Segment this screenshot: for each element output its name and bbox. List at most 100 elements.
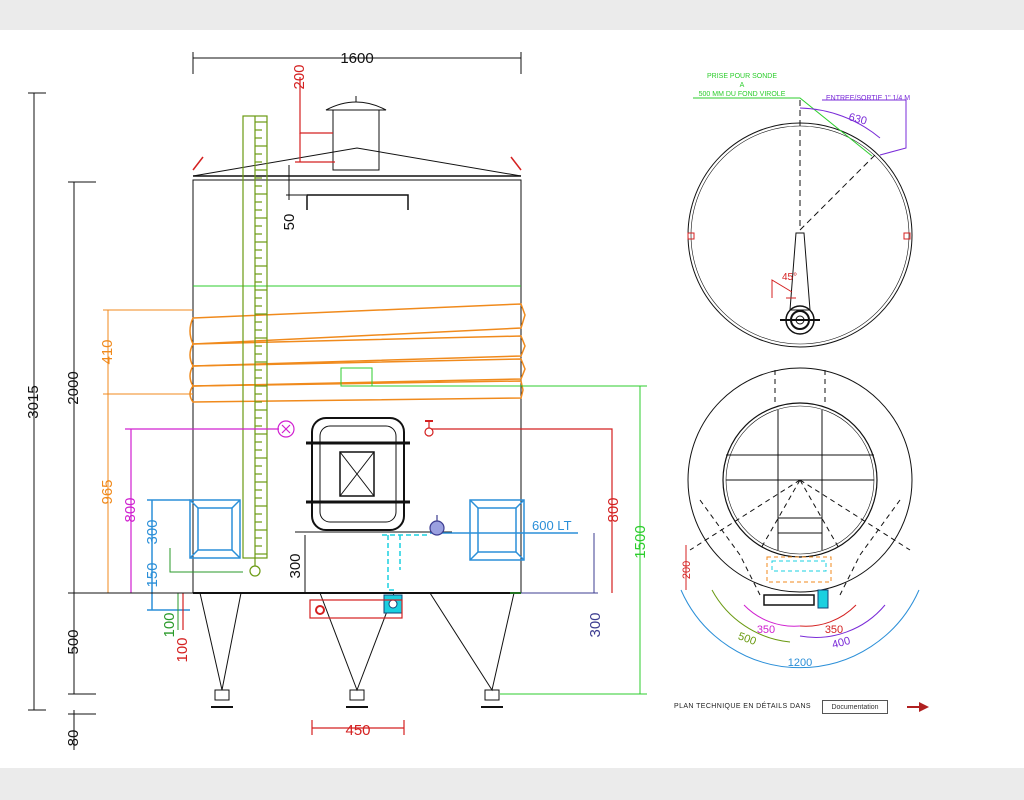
sight-windows: [147, 499, 578, 611]
arc-630-label: 630: [847, 111, 868, 127]
dim-300-bottom-label: 300: [287, 553, 304, 578]
sight-window-right-inner: [477, 507, 517, 553]
internal-bar: [306, 194, 409, 210]
dim-200-label: 200: [291, 64, 308, 89]
bottom-outlet-box: [309, 599, 403, 619]
jacket-band-3: [189, 358, 526, 387]
dim-500-label: 500: [65, 629, 82, 654]
roof-hooks: [192, 156, 522, 171]
plan-1200-label: 1200: [788, 657, 812, 669]
red-dims: [182, 77, 613, 735]
top-manhole: [332, 109, 380, 171]
hatch-window: [339, 451, 375, 497]
dim-100-green-label: 100: [161, 612, 178, 637]
navy-dims: [521, 533, 598, 594]
foot-center: [349, 689, 365, 701]
center-valve-body: [429, 520, 445, 536]
leg-right: [429, 592, 515, 692]
plan-400-label: 400: [831, 635, 852, 651]
capacity-label: 600 LT: [532, 518, 572, 533]
plan-bottom-outer: [687, 367, 913, 593]
dim-1600-label: 1600: [340, 50, 373, 67]
footer-caption: PLAN TECHNIQUE EN DÉTAILS DANS: [674, 703, 811, 710]
hatch-window-cross: [339, 451, 375, 497]
plan-bottom-drain-zone: [771, 560, 827, 572]
plan-top-lug-right: [903, 232, 911, 240]
dim-410-label: 410: [99, 339, 116, 364]
sight-right-corner-4: [515, 551, 525, 561]
level-gauge: [242, 115, 268, 577]
plan-bottom-valve: [817, 589, 829, 609]
dim-150-label: 150: [144, 562, 161, 587]
dim-800-right-label: 800: [605, 497, 622, 522]
dim-300-right-label: 300: [587, 612, 604, 637]
drain-valve: [383, 594, 403, 614]
probe-leader: [693, 97, 873, 157]
documentation-button[interactable]: Documentation: [822, 700, 888, 714]
front-hatch-inner: [319, 425, 397, 523]
gauge-link: [169, 548, 243, 573]
dim-1500-ext: [372, 385, 641, 695]
drawing-sheet: 1600 3015 2000 500 80 200 50 410 965 800…: [0, 30, 1024, 768]
dim-800-left-label: 800: [122, 497, 139, 522]
magenta-dim: [125, 420, 295, 593]
tank-roof: [192, 147, 522, 177]
dim-965-label: 965: [99, 479, 116, 504]
sight-left-corner-2: [231, 499, 241, 509]
plan-200-label: 200: [681, 561, 693, 579]
dim-800-right: [431, 428, 613, 593]
arc-630: [799, 107, 881, 139]
arc-350-left: [743, 604, 801, 627]
probe-label-1: PRISE POUR SONDE: [707, 73, 777, 80]
arc-400: [799, 604, 886, 638]
dim-300-sight-label: 300: [144, 519, 161, 544]
plan-top-angle: [771, 279, 793, 298]
plan-bottom-outlet-zone: [766, 556, 832, 583]
sight-left-corner-3: [189, 549, 199, 559]
plan-top-lug-left: [687, 232, 695, 240]
sight-window-left: [189, 499, 241, 559]
foot-left: [214, 689, 230, 701]
plan-bottom: 200 350 350 500 400 1200: [680, 367, 920, 669]
plan-bottom-dash-3: [759, 479, 801, 551]
black-dims: [28, 52, 522, 750]
dim-2000-label: 2000: [65, 371, 82, 404]
plan-500-label: 500: [736, 630, 757, 648]
plan-bottom-dash-4: [799, 479, 841, 551]
sight-right-corner-2: [515, 499, 525, 509]
foot-right: [484, 689, 500, 701]
technical-drawing: 1600 3015 2000 500 80 200 50 410 965 800…: [25, 50, 920, 750]
darkgreen-dims: [169, 548, 243, 630]
sight-right-corner-1: [469, 499, 479, 509]
leg-left: [199, 592, 242, 691]
sight-window-right: [469, 499, 525, 561]
front-hatch: [311, 417, 405, 531]
plan-top-diag: [799, 154, 876, 231]
probe-label-2: A: [740, 82, 745, 89]
bottom-drain: [382, 534, 430, 591]
level-lines: [193, 285, 647, 695]
dim-100-red-label: 100: [174, 637, 191, 662]
arrow-right-icon[interactable]: [905, 700, 931, 714]
plan-bottom-dash-2: [799, 479, 911, 551]
leg-center: [319, 592, 395, 692]
level-plate: [340, 367, 373, 387]
bottom-outlet: [315, 605, 325, 615]
arc-350-right: [799, 604, 857, 627]
sight-right-corner-3: [469, 551, 479, 561]
plan-bottom-base: [763, 594, 815, 606]
plan-top-angle-label: 45°: [782, 272, 797, 283]
jacket-band-4: [189, 380, 524, 403]
dim-1500-label: 1500: [632, 525, 649, 558]
sight-window-left-inner: [197, 507, 233, 551]
pressure-gauge: [277, 420, 295, 438]
dim-3015-label: 3015: [25, 385, 42, 418]
plan-bottom-dashed: [689, 370, 911, 596]
orange-dims: [103, 309, 193, 594]
pressure-gauge-mark: [281, 424, 291, 434]
red-valve: [424, 427, 434, 437]
inlet-label: ENTREE/SORTIE 1" 1/4 M: [826, 95, 910, 102]
jacket-band-1: [189, 303, 526, 345]
dim-50-label: 50: [281, 214, 298, 231]
gauge-ticks: [255, 121, 267, 555]
